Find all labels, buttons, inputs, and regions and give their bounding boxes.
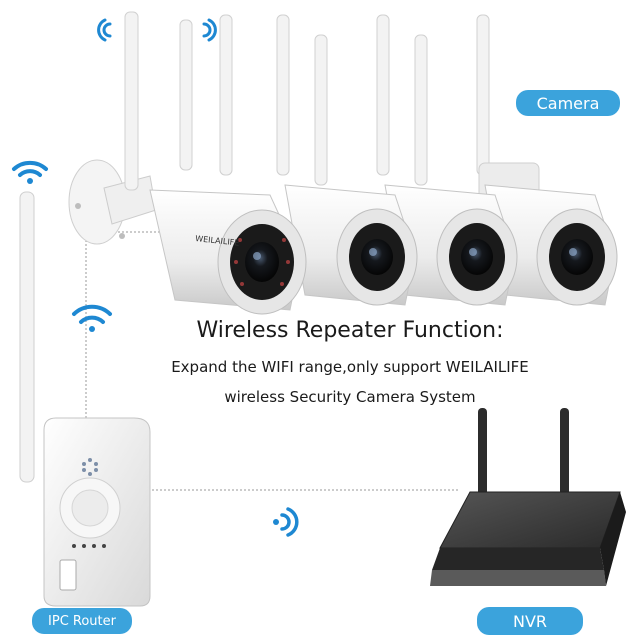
headline-title: Wireless Repeater Function:: [196, 318, 504, 343]
wifi-signal-icon: [97, 18, 112, 42]
camera-label: Camera: [516, 90, 620, 116]
camera-2: [276, 14, 418, 306]
wifi-signal-icon: [202, 18, 217, 42]
wall-mount: [68, 159, 157, 245]
wifi-icon: [72, 304, 112, 332]
wifi-icon: [12, 160, 48, 184]
headline-line-2: wireless Security Camera System: [224, 388, 476, 406]
headline-line-1: Expand the WIFI range,only support WEILA…: [171, 358, 529, 376]
antenna: [124, 11, 139, 191]
nvr-device: [430, 408, 626, 586]
router-antenna: [19, 191, 35, 483]
antenna: [476, 14, 490, 176]
antenna: [219, 14, 233, 176]
nvr-label: NVR: [477, 607, 583, 635]
ir-leds: [234, 238, 290, 286]
camera-3: [376, 14, 518, 306]
antenna: [414, 34, 428, 186]
camera-4: [476, 14, 618, 306]
ipc-router-device: [43, 417, 151, 607]
wifi-signal-icon: [273, 507, 299, 537]
antenna: [376, 14, 390, 176]
antenna: [314, 34, 328, 186]
camera-1: [124, 11, 307, 315]
ipc-router-label: IPC Router: [32, 608, 132, 634]
antenna: [276, 14, 290, 176]
router-status-leds: [72, 544, 106, 548]
router-indicator-dots: [82, 458, 98, 476]
antenna: [179, 19, 193, 171]
